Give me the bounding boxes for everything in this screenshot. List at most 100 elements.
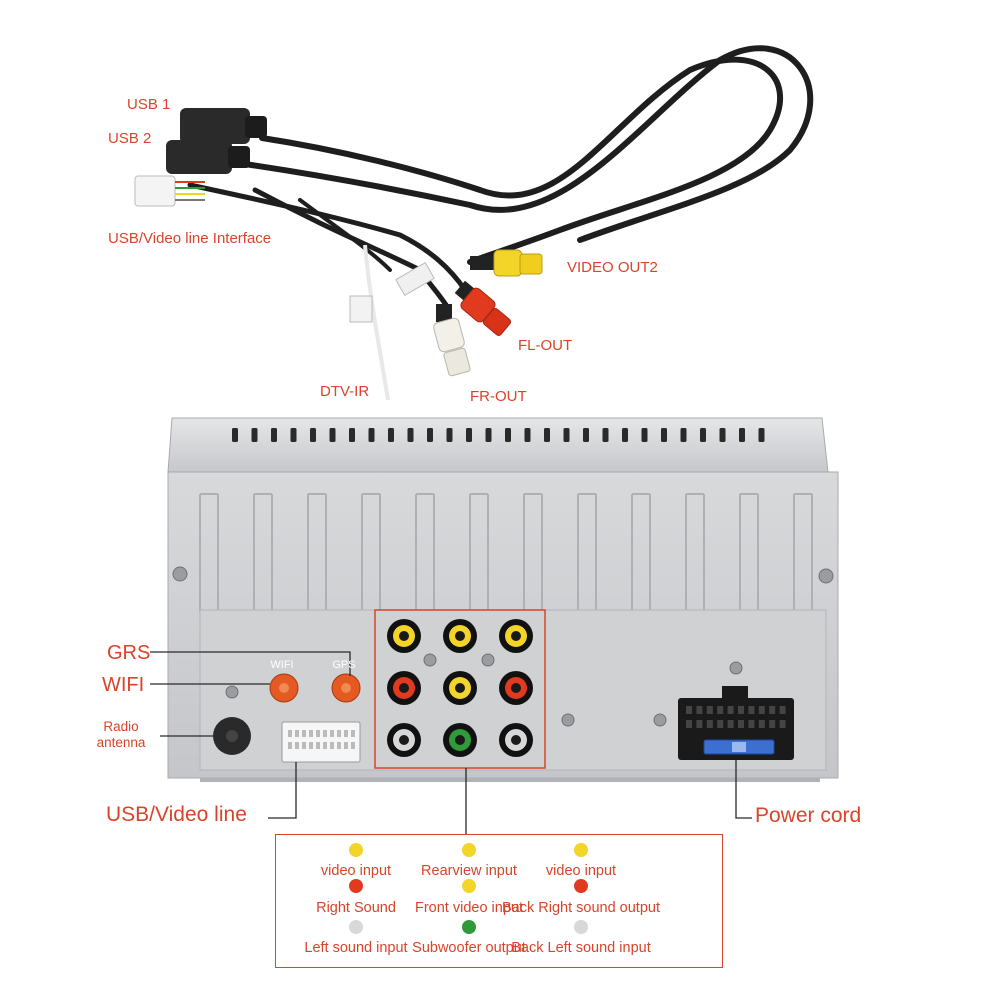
heatsink-fin (415, 493, 435, 612)
socket-pin (295, 730, 299, 737)
label-usb2: USB 2 (108, 130, 152, 147)
vent-slot (680, 428, 687, 442)
label-usb1: USB 1 (127, 96, 171, 113)
cable-tag (395, 262, 435, 296)
radio-antenna-port (213, 717, 251, 755)
usb1-connector (180, 108, 267, 144)
legend-text: Left sound input (304, 940, 408, 956)
heatsink-fin (793, 493, 813, 612)
vent-slot (661, 428, 667, 442)
label-grs: GRS (107, 642, 151, 664)
legend-text: Front video input (414, 900, 524, 916)
heatsink-fin (307, 493, 327, 612)
legend-dot (462, 879, 476, 893)
power-pin (686, 706, 692, 714)
vent-slot (427, 428, 433, 442)
legend-text: video input (545, 863, 617, 879)
label-wifi: WIFI (102, 674, 145, 696)
label-usb-video-interface: USB/Video line Interface (108, 230, 272, 247)
socket-pin (309, 730, 313, 737)
power-pin (717, 720, 724, 728)
dtv-ir-wire (363, 244, 390, 401)
screw-icon (172, 566, 834, 727)
vent-slot (700, 428, 706, 442)
legend-text: Right Sound (316, 900, 396, 916)
legend-dot (349, 920, 363, 934)
cable-tag (349, 295, 373, 323)
socket-pin (309, 742, 313, 749)
rca-jack (387, 619, 421, 653)
socket-pin (316, 730, 320, 737)
power-pin (769, 706, 776, 714)
legend-text: Rearview input (421, 863, 517, 879)
socket-pin (316, 742, 320, 749)
socket-pin (351, 730, 355, 737)
vent-slot (466, 428, 472, 442)
usb-video-socket (281, 721, 361, 763)
rca-jack (499, 619, 533, 653)
gps-antenna-port (331, 673, 361, 703)
power-pin (748, 706, 755, 714)
label-fr-out: FR-OUT (470, 388, 527, 405)
heatsink-fin (253, 493, 273, 612)
usb2-connector (166, 140, 250, 174)
power-pin (738, 720, 744, 728)
heatsink-fin (631, 493, 651, 612)
heatsink-fin (685, 493, 705, 612)
power-pin (758, 720, 765, 728)
socket-pin (344, 742, 348, 749)
label-dtv-ir: DTV-IR (320, 383, 370, 400)
socket-pin (337, 730, 341, 737)
legend-text: video input (320, 863, 392, 879)
rca-jack (499, 671, 533, 705)
power-pin (706, 720, 713, 728)
legend-dot (574, 843, 588, 857)
label-video-out2: VIDEO OUT2 (567, 259, 658, 276)
socket-pin (288, 742, 292, 749)
heatsink-fin (361, 493, 381, 612)
power-pin (779, 720, 786, 728)
power-pin (738, 706, 744, 714)
rca-jack (387, 723, 421, 757)
power-pin (727, 720, 734, 728)
panel-mark-gps: GPS (332, 659, 355, 671)
vent-slot (758, 428, 765, 442)
rca-jack (443, 723, 477, 757)
legend-dot (349, 879, 363, 893)
heatsink-fin (523, 493, 543, 612)
rca-jack (387, 671, 421, 705)
power-pin (686, 720, 692, 728)
vent-slot (446, 428, 453, 442)
vent-slot (329, 428, 336, 442)
vent-slot (388, 428, 394, 442)
power-pin (748, 720, 755, 728)
legend-text: Subwoofer output (412, 940, 526, 956)
socket-pin (302, 742, 306, 749)
video-out2-plug (470, 249, 543, 277)
legend-dot (462, 843, 476, 857)
power-pin (696, 706, 703, 714)
label-radio-antenna: Radio antenna (96, 719, 146, 750)
power-pin (758, 706, 765, 714)
vent-slot (485, 428, 492, 442)
rca-jack (443, 619, 477, 653)
socket-pin (337, 742, 341, 749)
vent-slot (505, 428, 511, 442)
power-pin (727, 706, 734, 714)
vent-slot (622, 428, 628, 442)
vent-slot (290, 428, 297, 442)
vent-slot (563, 428, 570, 442)
socket-pin (295, 742, 299, 749)
vent-slot (251, 428, 258, 442)
power-pin (779, 706, 786, 714)
heatsink-fin (577, 493, 597, 612)
socket-pin (344, 730, 348, 737)
heatsink-fin (739, 493, 759, 612)
socket-pin (302, 730, 306, 737)
panel-mark-wifi: WIFI (270, 659, 293, 671)
vent-slot (544, 428, 550, 442)
socket-pin (288, 730, 292, 737)
vent-slot (407, 428, 414, 442)
vent-slot (524, 428, 531, 442)
